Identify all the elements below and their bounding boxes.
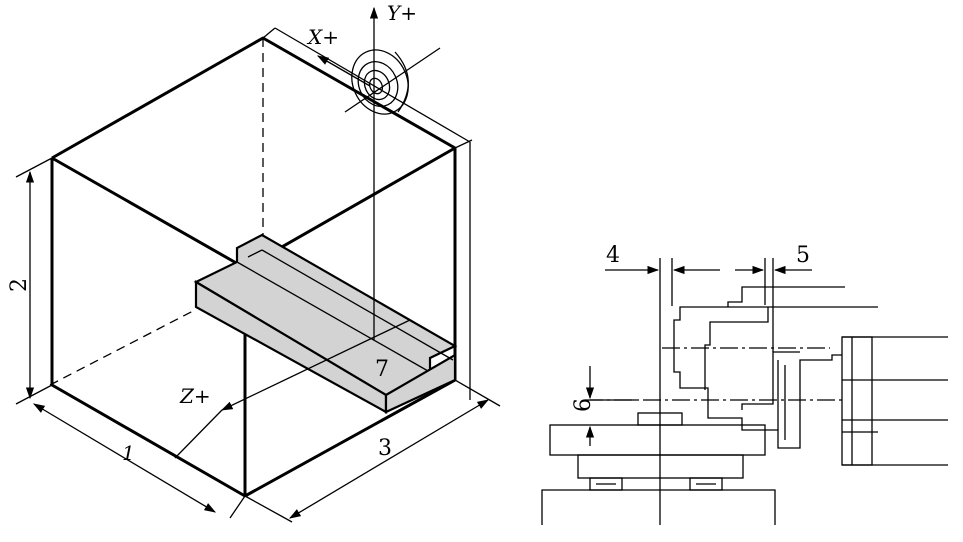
dim1-line bbox=[32, 403, 217, 513]
cube-top-face bbox=[51, 36, 457, 270]
table bbox=[549, 424, 766, 456]
dim2-ext-bottom bbox=[15, 384, 53, 405]
dim1-ext bbox=[229, 495, 246, 519]
hidden-edge-back-left bbox=[49, 309, 196, 386]
tool-ring-4 bbox=[368, 77, 384, 95]
label-axis-x: X+ bbox=[306, 25, 339, 49]
tool-holder-inner bbox=[704, 307, 769, 390]
label-dim-1: 1 bbox=[122, 441, 135, 465]
tool-ring-1 bbox=[351, 49, 409, 115]
label-dim-6: 6 bbox=[571, 398, 596, 412]
dim3-ext-b bbox=[454, 379, 501, 407]
spindle-head bbox=[841, 336, 873, 466]
tool-holder-top bbox=[727, 286, 845, 307]
dim3-ext-a bbox=[244, 495, 293, 523]
tool-ring-2 bbox=[357, 61, 399, 107]
dimensions-left bbox=[15, 27, 501, 523]
workpiece-groove-line bbox=[261, 249, 454, 361]
label-dim-4: 4 bbox=[606, 243, 620, 268]
label-axis-z: Z+ bbox=[179, 384, 211, 408]
machine-bed bbox=[541, 489, 776, 525]
axis-z-arrow bbox=[220, 319, 411, 411]
tool-symbol bbox=[344, 47, 441, 115]
workpiece-step-edge bbox=[247, 249, 263, 258]
dim-ext-top-a bbox=[262, 27, 276, 39]
cube-edge-bottom-left bbox=[51, 383, 246, 498]
lathe-view bbox=[541, 258, 948, 525]
dim-ext-right-top bbox=[454, 139, 473, 149]
tool-back-arc bbox=[394, 51, 409, 113]
label-dim-3: 3 bbox=[378, 436, 392, 461]
tool-axis-line bbox=[344, 47, 441, 113]
label-axis-y: Y+ bbox=[387, 1, 417, 25]
tool-holder-nose bbox=[741, 351, 800, 410]
label-dim-2: 2 bbox=[7, 278, 32, 292]
label-part-7: 7 bbox=[375, 357, 389, 382]
label-dim-5: 5 bbox=[796, 243, 810, 268]
dim3-line bbox=[288, 399, 490, 519]
tool-ring-3 bbox=[363, 69, 391, 101]
workpiece-step-line bbox=[236, 261, 429, 372]
axis-z-extension bbox=[174, 409, 223, 459]
tool-holder-outline bbox=[673, 306, 878, 449]
dim2-ext-top bbox=[15, 157, 53, 178]
dim-ext-top-b bbox=[274, 27, 471, 143]
axis-x-arrow bbox=[316, 55, 371, 87]
